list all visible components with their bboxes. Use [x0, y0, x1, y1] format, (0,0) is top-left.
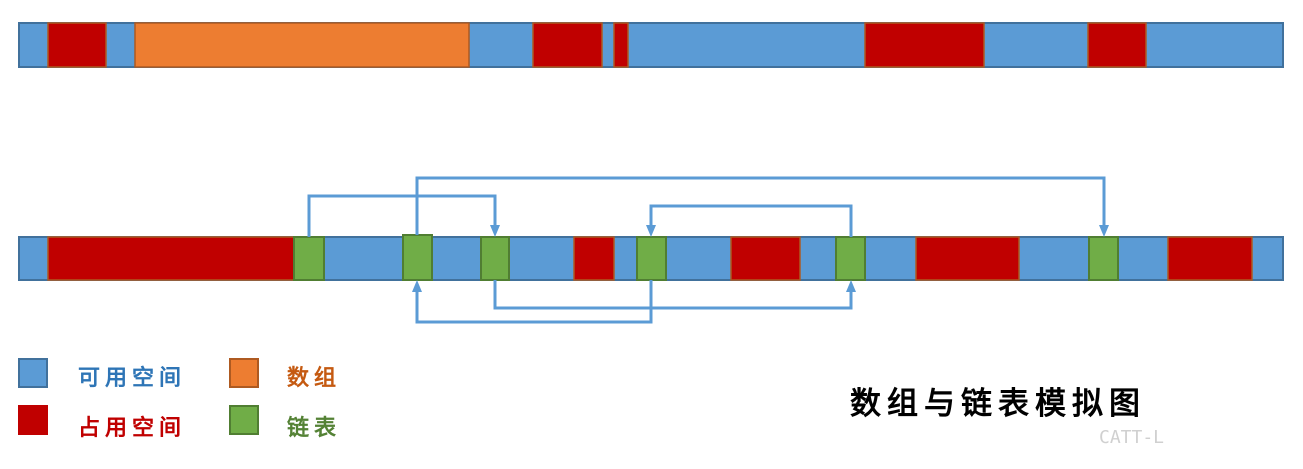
list-node: [402, 234, 433, 281]
list-node: [835, 236, 866, 281]
pointer-arrow: [415, 280, 653, 324]
used-block: [1087, 22, 1147, 68]
legend-label-used: 占用空间: [78, 416, 187, 441]
diagram-title: 数组与链表模拟图: [850, 386, 1146, 422]
legend-label-free: 可用空间: [78, 366, 187, 391]
legend-swatch-free: [18, 358, 48, 388]
pointer-arrow: [307, 194, 497, 237]
arrowhead-icon: [1099, 225, 1109, 237]
used-block: [1167, 236, 1253, 281]
array-memory-bar: [18, 22, 1284, 68]
list-pointers: [307, 176, 1106, 324]
used-block: [730, 236, 801, 281]
used-block: [613, 22, 629, 68]
arrowhead-icon: [490, 225, 500, 237]
arrowhead-icon: [846, 280, 856, 292]
arrowheads: [412, 225, 1109, 292]
watermark: CATT-L: [1099, 427, 1165, 448]
used-block: [47, 22, 107, 68]
used-block: [864, 22, 985, 68]
legend-swatch-array: [229, 358, 259, 388]
list-node: [1088, 236, 1119, 281]
used-block: [532, 22, 603, 68]
legend-swatch-used: [18, 405, 48, 435]
used-block: [915, 236, 1020, 281]
linked-list-memory-bar: [18, 234, 1284, 281]
pointer-arrow: [415, 176, 1106, 235]
list-node: [480, 236, 510, 281]
used-block: [573, 236, 615, 281]
legend-label-array: 数组: [287, 366, 342, 391]
arrowhead-icon: [412, 280, 422, 292]
list-node: [293, 236, 325, 281]
legend-label-linked-list: 链表: [287, 416, 342, 441]
legend-swatch-linked-list: [229, 405, 259, 435]
pointer-arrow: [493, 280, 853, 310]
arrowhead-icon: [646, 225, 656, 237]
used-block: [47, 236, 295, 281]
list-node: [636, 236, 667, 281]
array-block: [134, 22, 470, 68]
pointer-arrow: [649, 204, 853, 237]
